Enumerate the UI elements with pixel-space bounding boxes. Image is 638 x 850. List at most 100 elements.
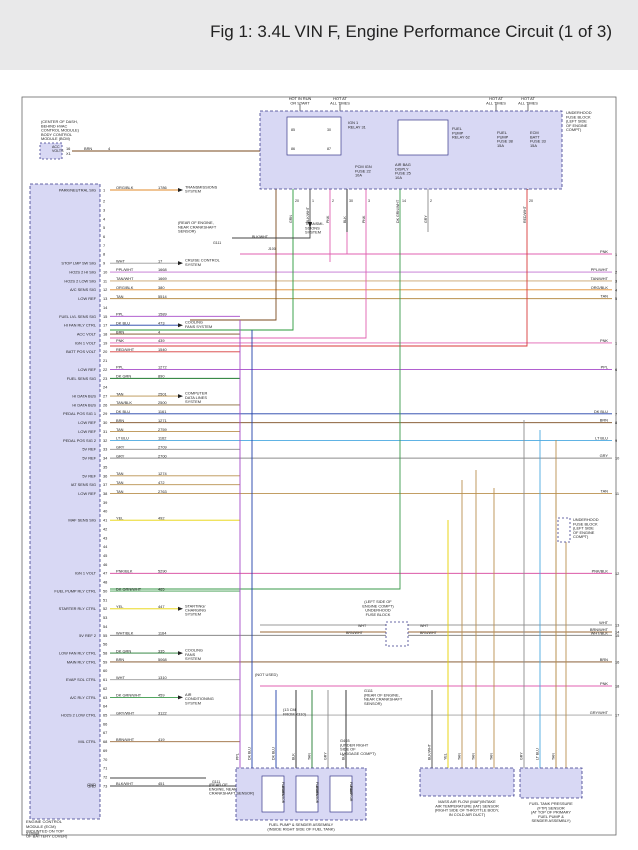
wire-color-label: DK BLU xyxy=(272,747,276,760)
circuit-number: 2700 xyxy=(158,453,167,458)
wire-index: 10 xyxy=(615,456,620,461)
ecm-pin-label: 5V REF 2 xyxy=(79,633,96,638)
ecm-pin-number: 4 xyxy=(103,216,106,221)
ecm-pin-number: 15 xyxy=(103,314,107,319)
ecm-pin-number: 2 xyxy=(103,199,105,204)
bottom-ground-note: (REAR OF xyxy=(209,782,228,787)
fuse-label: FUEL xyxy=(497,130,508,135)
wire-color-label: WHT xyxy=(420,624,429,628)
ecm-pin-number: 64 xyxy=(103,704,108,709)
sender-label: FUEL xyxy=(315,782,319,791)
wire-color-label: BLK/WHT xyxy=(306,206,310,223)
ecm-pin-number: 29 xyxy=(103,411,107,416)
ground-note: (REAR OF ENGINE, xyxy=(178,220,214,225)
ecm-pin-number: 55 xyxy=(103,633,107,638)
wire-color-label: BRN/WHT xyxy=(116,737,135,742)
wire-color-label: WHT/BLK xyxy=(591,630,609,635)
ecm-pin-number: 30 xyxy=(103,420,108,425)
fuse-label: AIR BAG xyxy=(395,162,411,167)
destination-label: CHARGING xyxy=(185,607,206,612)
wire-layer xyxy=(72,104,612,787)
wire-color-label: BRN/WHT xyxy=(590,627,609,632)
circuit-number: 2759 xyxy=(158,427,167,432)
ign-relay-label: IGN 1 xyxy=(348,120,358,125)
bottom-ground-note: CRANKSHAFT SENSOR) xyxy=(209,791,255,796)
destination-label: STARTING/ xyxy=(185,603,206,608)
wire-color-label: TAN xyxy=(601,489,609,494)
sender-label: FUEL xyxy=(349,782,353,791)
wire-index: 14 xyxy=(615,630,620,635)
component-layer xyxy=(29,110,583,821)
destination-label: DATA LINES xyxy=(185,395,207,400)
relay-pin: 86 xyxy=(291,147,295,151)
ecm-pin-label: GND xyxy=(87,783,96,788)
bcm-pin-label: ACC xyxy=(52,145,60,149)
wire-color-label: YEL xyxy=(444,753,448,760)
mid-fuse-note: ENGINE COMPT) xyxy=(362,603,394,608)
wire-color-label: WHT xyxy=(116,258,125,263)
ecm-pin-label: IGN 1 VOLT xyxy=(75,571,97,576)
wire-color-label: PPL xyxy=(116,312,124,317)
page-title: Fig 1: 3.4L VIN F, Engine Performance Ci… xyxy=(210,22,612,41)
ecm-pin-number: 32 xyxy=(103,438,107,443)
destination-label: SYSTEM xyxy=(185,700,201,705)
ecm-pin-label: LOW FAN RLY CTRL xyxy=(59,650,97,655)
wire-index: 4 xyxy=(615,287,618,292)
wire-index: 17 xyxy=(615,713,619,718)
wire-color-label: LT BLU xyxy=(595,435,608,440)
ecm-pin-number: 20 xyxy=(103,349,108,354)
wire-color-label: TAN xyxy=(601,294,609,299)
arrow-icon xyxy=(178,651,183,656)
ecm-label: OF BATTERY COVER) xyxy=(26,833,68,838)
arrow-icon xyxy=(308,222,312,228)
circuit-number: 1668 xyxy=(158,267,167,272)
hot-label: HOT IN RUN xyxy=(289,96,312,101)
ecm-pin-number: 37 xyxy=(103,482,107,487)
wire-color-label: LT BLU xyxy=(116,436,129,441)
wire-color-label: WHT xyxy=(116,675,125,680)
ecm-pin-label: A/C SENS SIG xyxy=(70,287,96,292)
right-fuse-note: FUSE BLOCK xyxy=(573,521,598,526)
sender-box xyxy=(261,775,285,813)
circuit-number: 472 xyxy=(158,480,165,485)
wire-color-label: PNK xyxy=(600,338,608,343)
circuit-number: 451 xyxy=(158,781,165,786)
destination-label: AIR xyxy=(185,692,192,697)
ecm-pin-number: 23 xyxy=(103,376,107,381)
bcm-label: (CENTER OF DASH, xyxy=(41,119,78,124)
ecm-pin-number: 35 xyxy=(103,464,107,469)
fuel-relay-label: RELAY 62 xyxy=(452,135,470,140)
bcm-label: MODULE (BCM) xyxy=(41,136,71,141)
wire-color-label: BRN xyxy=(600,657,608,662)
wire-color-label: PNK/BLK xyxy=(116,569,133,574)
relay-pin: 87 xyxy=(327,147,331,151)
ecm-pin-number: 44 xyxy=(103,544,108,549)
ecm-pin-number: 34 xyxy=(103,456,108,461)
wire-color-label: DK GRN xyxy=(116,648,131,653)
right-fuse-note: COMPT) xyxy=(573,534,589,539)
circuit-number: 2763 xyxy=(158,489,167,494)
wire-color-label: YEL xyxy=(116,515,124,520)
wire-color-label: PPL xyxy=(601,365,609,370)
ecm-box xyxy=(29,183,101,820)
circuit-number: 17 xyxy=(158,258,162,263)
component-label: (AT TOP OF PRIMARY xyxy=(531,810,571,815)
wire-index: 6 xyxy=(615,367,617,372)
distance-note: FROM X310) xyxy=(283,711,307,716)
fuse-label: FUSE 25 xyxy=(395,171,411,176)
ecm-pin-number: 51 xyxy=(103,597,107,602)
ecm-pin-number: 36 xyxy=(103,473,107,478)
fuse-label: PUMP xyxy=(497,134,509,139)
wire-index: 15 xyxy=(615,633,619,638)
wire-index: 1 xyxy=(615,252,617,257)
wire-color-label: DK BLU xyxy=(594,409,608,414)
ecm-pin-label: LOW REF xyxy=(78,420,96,425)
circuit-number: 1786 xyxy=(158,185,167,190)
arrow-icon xyxy=(178,188,183,192)
wire-color-label: PNK xyxy=(600,249,608,254)
ecm-pin-label: STOP LMP SW SIG xyxy=(61,261,96,266)
ground-note: NEAR CRANKSHAFT xyxy=(178,224,217,229)
ecm-pin-label: ACC VOLT xyxy=(77,331,97,336)
wire-index: 9 xyxy=(615,438,617,443)
ecm-pin-number: 60 xyxy=(103,668,108,673)
